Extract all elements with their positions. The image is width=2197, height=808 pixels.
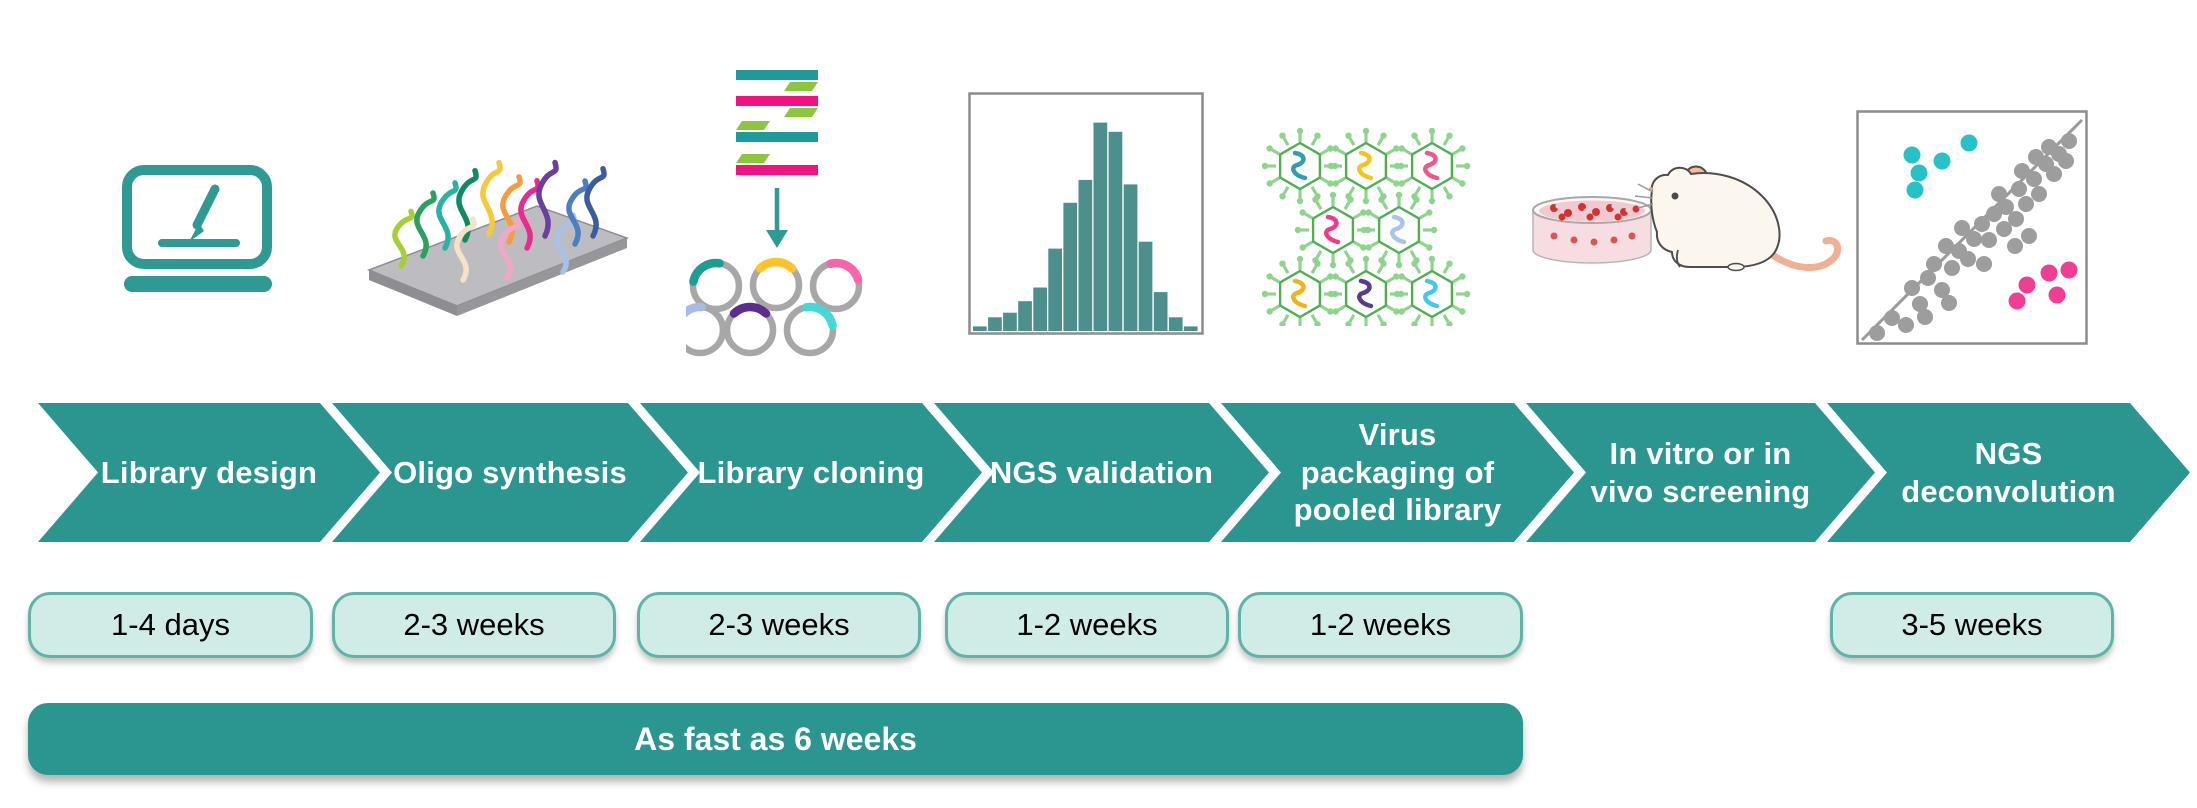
duration-pill-library-cloning: 2-3 weeks (637, 592, 921, 658)
stage-arrow-library-cloning: Library cloning (640, 403, 982, 542)
stage-label: Library cloning (697, 454, 925, 490)
duration-pill-library-design: 1-4 days (28, 592, 313, 658)
duration-pill-virus-packaging: 1-2 weeks (1238, 592, 1523, 658)
stage-label: NGS validation (989, 454, 1214, 490)
stage-arrow-screening: In vitro or in vivo screening (1526, 403, 1875, 542)
virus-icon (1294, 191, 1372, 269)
plasmid-cloning-icon (686, 70, 863, 357)
plasmid-icon (723, 302, 777, 357)
duration-pill-ngs-deconvolution: 3-5 weeks (1830, 592, 2114, 658)
oligo-fragments (736, 70, 818, 175)
stage-label: Virus packaging of pooled library (1293, 416, 1502, 528)
petri-dish-mouse-icon (1532, 165, 1842, 272)
plasmid-icon (809, 258, 863, 313)
stage-arrow-library-design: Library design (38, 403, 380, 542)
stage-arrow-ngs-validation: NGS validation (934, 403, 1269, 542)
stage-label: NGS deconvolution (1901, 435, 2116, 509)
mouse-icon (1634, 165, 1842, 272)
scatter-plot-icon (1856, 110, 2088, 345)
virus-icon (1327, 255, 1405, 326)
petri-dish-icon (1532, 196, 1652, 264)
stage-label: Library design (100, 454, 318, 490)
computer-design-icon (122, 165, 272, 292)
stage-arrow-virus-packaging: Virus packaging of pooled library (1221, 403, 1574, 542)
virus-icon (1393, 255, 1471, 326)
plasmid-icon (689, 258, 743, 313)
duration-pill-oligo-synthesis: 2-3 weeks (332, 592, 616, 658)
stage-arrow-ngs-deconvolution: NGS deconvolution (1827, 403, 2190, 542)
oligo-chip-icon (366, 159, 630, 316)
plasmid-circles (686, 257, 863, 357)
virus-icon (1261, 127, 1339, 205)
plasmid-icon (686, 302, 727, 357)
plasmid-icon (783, 302, 837, 357)
virus-icon (1393, 127, 1471, 205)
histogram-icon (968, 92, 1204, 335)
stage-arrow-oligo-synthesis: Oligo synthesis (332, 403, 688, 542)
duration-pill-ngs-validation: 1-2 weeks (945, 592, 1229, 658)
stage-label: In vitro or in vivo screening (1590, 435, 1811, 509)
virus-icon (1360, 191, 1438, 269)
plasmid-icon (749, 257, 803, 312)
virus-particles-icon (1261, 127, 1471, 326)
oligo-strands (392, 159, 607, 283)
summary-bar-label: As fast as 6 weeks (634, 720, 917, 757)
histogram-bars (973, 122, 1198, 331)
virus-icon (1327, 127, 1405, 205)
stage-label: Oligo synthesis (393, 454, 627, 490)
process-arrow-row: Library design Oligo synthesis Library c… (38, 403, 2190, 542)
virus-icon (1261, 255, 1339, 326)
summary-bar: As fast as 6 weeks (28, 703, 1523, 775)
down-arrow-icon (766, 230, 788, 248)
